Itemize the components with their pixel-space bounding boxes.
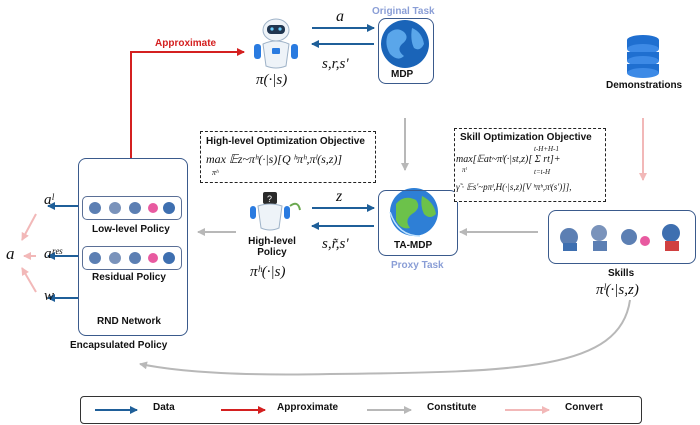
skills-robots-icon (560, 224, 680, 251)
encapsulated-policy-label: Encapsulated Policy (70, 340, 168, 351)
residual-policy-box (82, 246, 182, 270)
pi-low-label: πˡ(·|s,z) (596, 282, 639, 298)
skills-box (548, 210, 696, 264)
skills-to-encapsulated-curve (139, 299, 631, 376)
skills-label: Skills (608, 268, 635, 279)
pi-high-label: πʰ(·|s) (250, 264, 286, 280)
w-label: w (44, 288, 55, 304)
mdp-globe-icon (381, 20, 429, 68)
mdp-box (378, 18, 434, 84)
database-icon (627, 35, 659, 78)
svg-text:?: ? (267, 194, 272, 204)
low-level-policy-box (82, 196, 182, 220)
pi-top-label: π(·|s) (256, 72, 288, 88)
residual-robots-row-icon (89, 252, 175, 264)
high-objective-title: High-level Optimization Objective (206, 136, 365, 147)
state-reward-label-top: s,r,s' (322, 56, 349, 72)
mdp-label: MDP (391, 69, 414, 80)
demonstrations-label: Demonstrations (606, 80, 683, 91)
approximate-label: Approximate (155, 38, 217, 49)
high-level-objective-box (200, 131, 376, 183)
skill-objective-box (454, 128, 606, 202)
skill-objective-line2: γ̃ · 𝔼s'~pπˡ,H(·|s,z)[V ʰπʰ,πˡ(s')]], (456, 182, 572, 192)
ta-mdp-box (378, 190, 458, 256)
high-objective-sub: πʰ (212, 168, 219, 177)
robot-high-level-icon: ? (250, 192, 301, 231)
legend-arrows (95, 406, 550, 414)
convert-w-to-a (21, 267, 37, 293)
skill-objective-line1: max[𝔼at~πˡ(·|st,z)[ Σ rt]+ (456, 154, 561, 165)
legend-approximate-label: Approximate (277, 402, 339, 413)
skill-robots-row-icon (89, 202, 175, 214)
ta-mdp-globe-icon (389, 188, 438, 237)
z-label: z (336, 188, 343, 205)
legend-box: Data Approximate Constitute Convert (80, 396, 642, 424)
legend-data-label: Data (153, 402, 175, 413)
convert-alow-to-a (21, 213, 37, 241)
action-a-label: a (336, 8, 344, 25)
original-task-label: Original Task (372, 6, 435, 17)
low-level-policy-label: Low-level Policy (92, 224, 170, 235)
skill-objective-title: Skill Optimization Objective (460, 132, 592, 143)
high-level-policy-label: High-level Policy (248, 236, 296, 258)
a-res-label: aʳᵉˢ (44, 246, 62, 262)
a-output-label: a (6, 244, 15, 263)
skill-objective-sub: πˡ (462, 166, 467, 174)
robot-top-icon (254, 18, 298, 69)
state-reward-label-mid: s,r̃,s' (322, 236, 349, 252)
approximate-arrow (130, 48, 245, 158)
ta-mdp-label: TA-MDP (394, 240, 433, 251)
skill-objective-sum-bottom: t=t-H (534, 168, 550, 176)
high-objective-formula: max 𝔼z~πʰ(·|s)[Q ʰπʰ,πˡ(s,z)] (206, 152, 343, 166)
residual-policy-label: Residual Policy (92, 272, 166, 283)
rnd-network-label: RND Network (97, 316, 161, 327)
proxy-task-label: Proxy Task (391, 260, 444, 271)
legend-convert-label: Convert (565, 402, 603, 413)
a-low-label: aˡ (44, 192, 54, 208)
skill-objective-sum-top: t-H+H-1 (534, 145, 559, 153)
legend-constitute-label: Constitute (427, 402, 477, 413)
